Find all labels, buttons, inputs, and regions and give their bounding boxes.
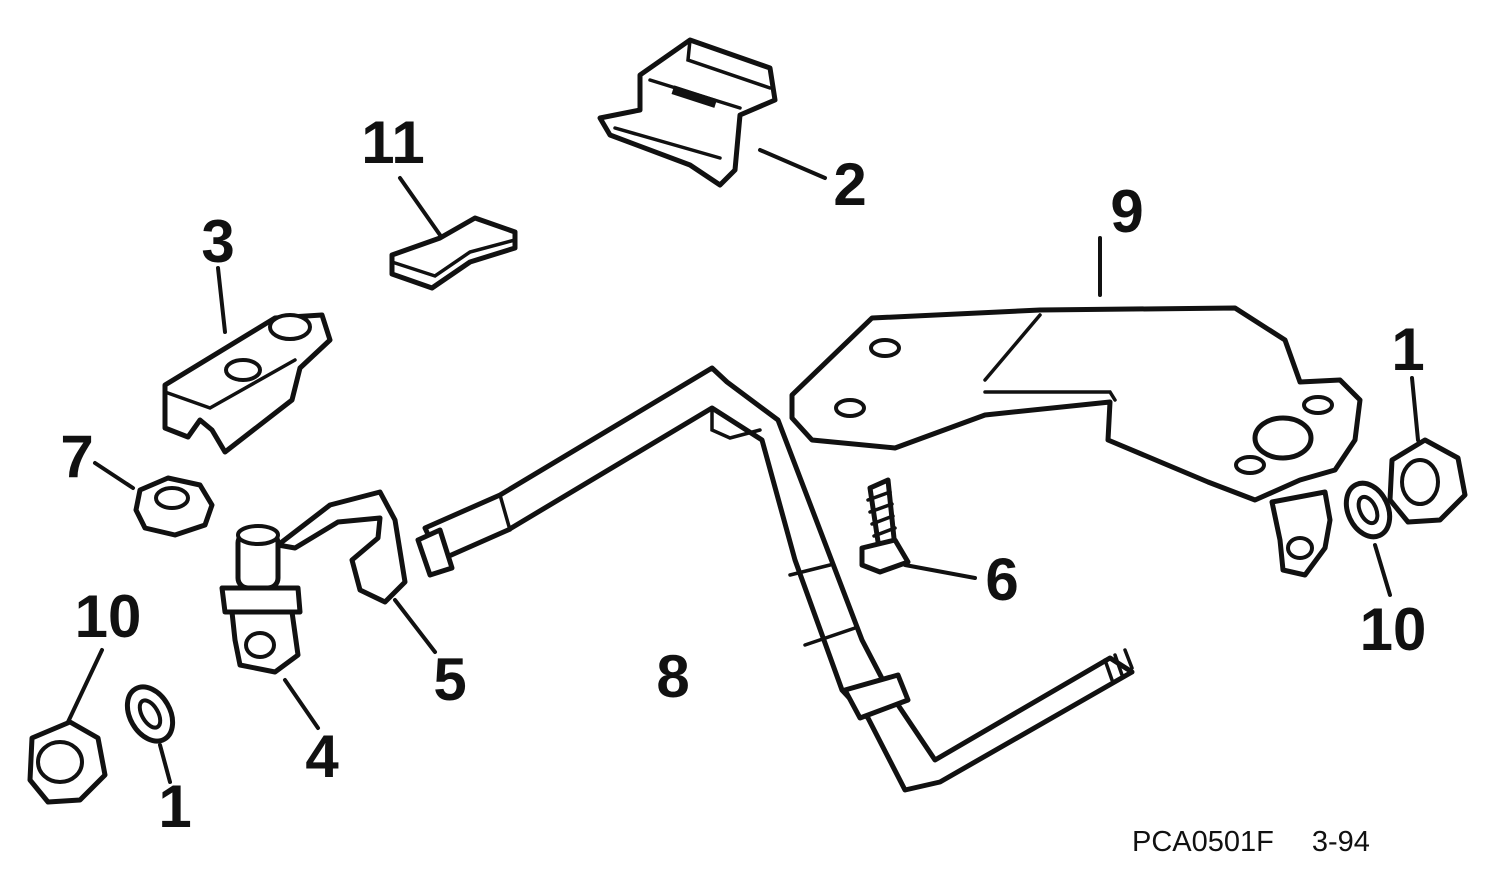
- part-10-nut-left: [27, 719, 108, 805]
- part-7-nut: [133, 475, 215, 538]
- part-1-washer-left: [124, 684, 176, 744]
- part-9-bracket: [789, 305, 1363, 578]
- callout-4: 4: [305, 723, 339, 790]
- callout-7: 7: [60, 423, 93, 490]
- callout-10-right: 10: [1360, 596, 1427, 663]
- callout-3: 3: [201, 208, 234, 275]
- part-6-bolt: [859, 477, 911, 575]
- part-4-swivel: [219, 489, 408, 675]
- part-2-clip: [597, 37, 778, 188]
- part-1-nut-right: [1387, 437, 1468, 525]
- callout-10-left: 10: [75, 583, 142, 650]
- part-8-rod: [415, 365, 1135, 793]
- callout-1-right: 1: [1391, 316, 1424, 383]
- callout-6: 6: [985, 546, 1018, 613]
- callout-5: 5: [433, 646, 466, 713]
- callout-8: 8: [656, 643, 689, 710]
- drawing-revision: 3-94: [1311, 826, 1370, 858]
- callout-11: 11: [361, 109, 424, 176]
- callout-2: 2: [833, 151, 866, 218]
- part-10-washer-right: [1343, 480, 1393, 540]
- part-3-block: [162, 312, 333, 455]
- drawing-code-label: PCA0501F 3-94: [1132, 826, 1408, 859]
- leader-lines: [66, 148, 1420, 784]
- part-11-clip: [389, 215, 518, 291]
- callouts: 11 2 3 9 1 7 6 10 10 5 8 4 1: [60, 109, 1426, 840]
- callout-9: 9: [1110, 178, 1143, 245]
- callout-1-left: 1: [158, 773, 191, 840]
- drawing-code: PCA0501F: [1132, 826, 1274, 858]
